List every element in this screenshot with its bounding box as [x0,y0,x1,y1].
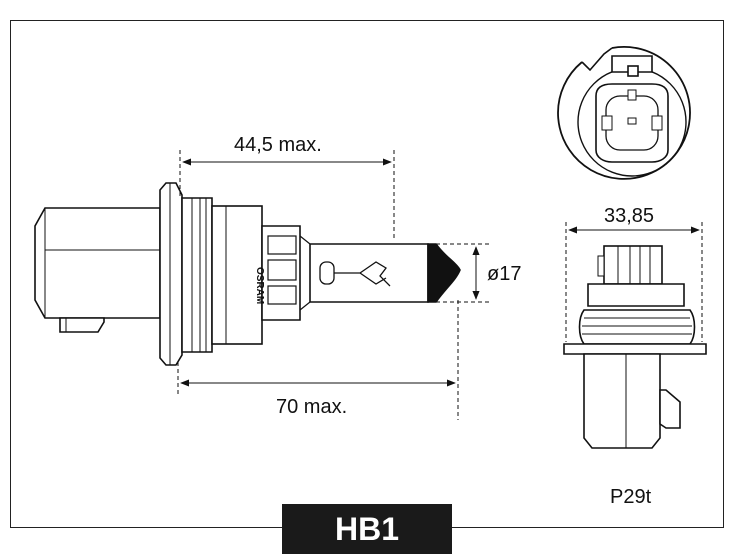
base-type-label: P29t [610,486,652,508]
black-tip [427,243,461,303]
dim-bottom-length [177,300,459,420]
dim-diameter [436,243,492,303]
socket-front-view [557,46,691,180]
dim-bottom-length-label: 70 max. [276,396,347,418]
connector-housing [34,207,161,319]
bulb-side-view [34,182,461,366]
latch-tab [59,317,105,333]
brand-mark: OSRAM [254,267,265,304]
dim-socket-width-label: 33,85 [604,205,654,227]
dim-socket-width [565,222,703,342]
base-body [211,205,263,345]
seal-ribs [181,197,213,353]
dim-top-length [179,150,395,240]
socket-side-view [563,245,707,449]
dim-top-length-label: 44,5 max. [234,134,322,156]
title-badge: HB1 [282,504,452,554]
dim-diameter-label: ø17 [487,263,521,285]
flange [159,182,183,366]
